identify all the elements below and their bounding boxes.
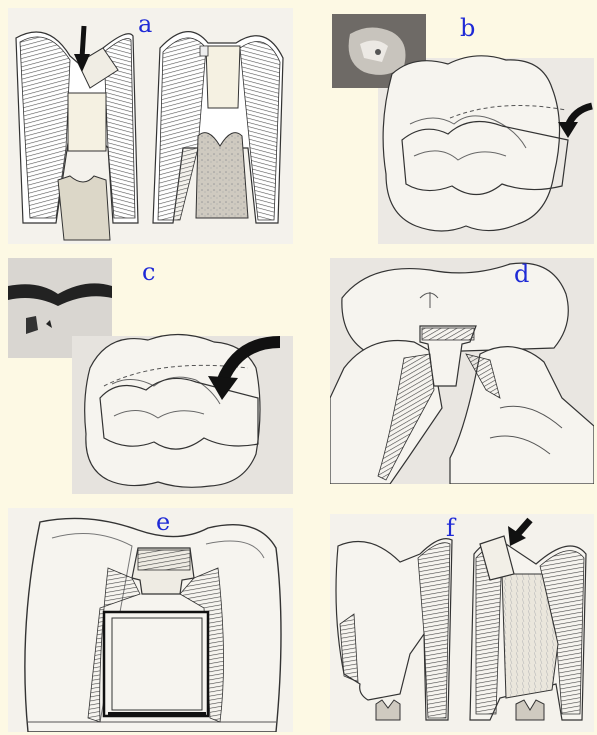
panel-e-label: e <box>156 510 170 534</box>
panel-c-drawing <box>8 258 293 494</box>
panel-d-drawing <box>330 258 594 484</box>
panel-f-drawing <box>330 514 594 732</box>
panel-b: b <box>330 14 594 244</box>
panel-a-label: a <box>138 12 152 36</box>
panel-f: f <box>330 514 594 732</box>
panel-d: d <box>330 258 594 484</box>
panel-a: a <box>8 8 293 244</box>
panel-b-drawing <box>330 14 594 244</box>
panel-d-label: d <box>514 262 529 286</box>
panel-b-label: b <box>460 16 475 40</box>
panel-c: c <box>8 258 293 494</box>
panel-e: e <box>8 508 293 732</box>
panel-f-label: f <box>446 516 455 540</box>
panel-c-label: c <box>142 260 155 284</box>
panel-a-drawing <box>8 8 293 244</box>
panel-e-drawing <box>8 508 293 732</box>
